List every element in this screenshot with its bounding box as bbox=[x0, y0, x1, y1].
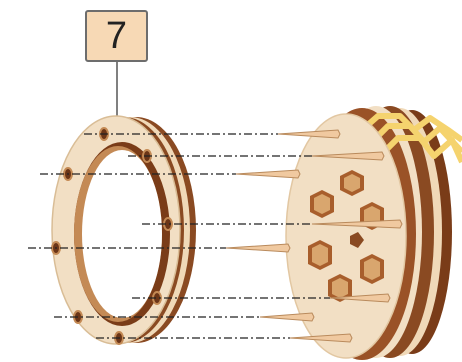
drum-assembly bbox=[286, 106, 462, 360]
drum-front-face bbox=[286, 114, 406, 358]
ring-part bbox=[52, 116, 196, 344]
ring-opening bbox=[82, 150, 162, 318]
